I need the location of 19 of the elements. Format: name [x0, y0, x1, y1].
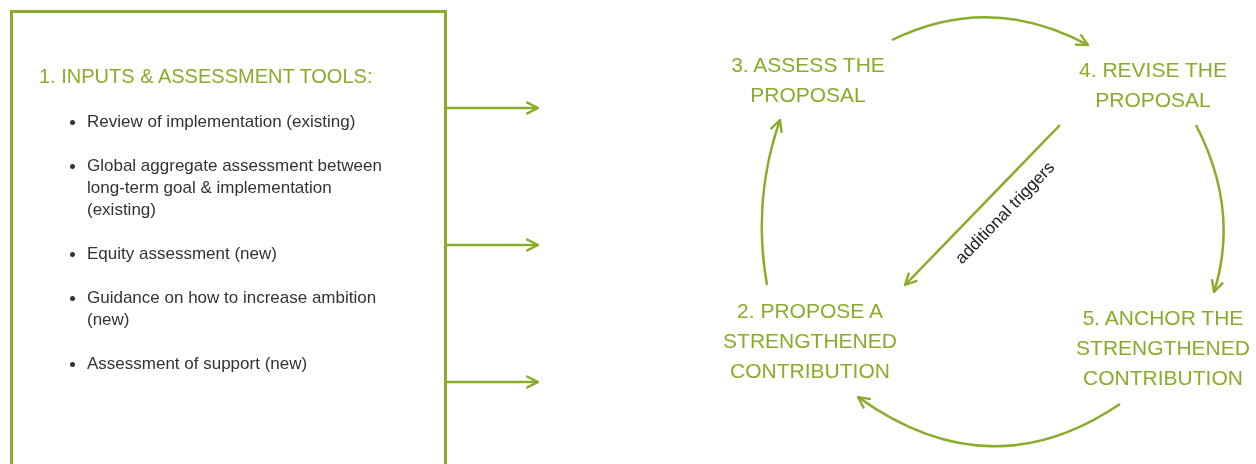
box-heading: 1. INPUTS & ASSESSMENT TOOLS:: [39, 65, 373, 88]
arrow: [1194, 124, 1225, 294]
arrow: [447, 101, 540, 115]
list-item: Equity assessment (new): [87, 244, 277, 263]
step-label: 2. PROPOSE A STRENGTHENED CONTRIBUTION: [712, 285, 908, 397]
arrow: [760, 118, 784, 286]
input-box: [10, 10, 447, 464]
list-item: Review of implementation (existing): [87, 112, 356, 131]
list-item: Assessment of support (new): [87, 354, 308, 373]
list-item: Global aggregate assessment between long-term goal & implementation (existing): [87, 156, 382, 219]
step-label: 3. ASSESS THE PROPOSAL: [718, 40, 898, 120]
arrow: [447, 238, 540, 252]
step-label: 5. ANCHOR THE STRENGTHENED CONTRIBUTION: [1070, 292, 1256, 404]
arrow: [856, 395, 1121, 448]
arrow: [903, 124, 1061, 287]
arrow: [447, 375, 540, 389]
list-item: Guidance on how to increase ambition (new): [87, 288, 377, 329]
step-label: 4. REVISE THE PROPOSAL: [1050, 45, 1256, 125]
arrow: [891, 16, 1090, 47]
